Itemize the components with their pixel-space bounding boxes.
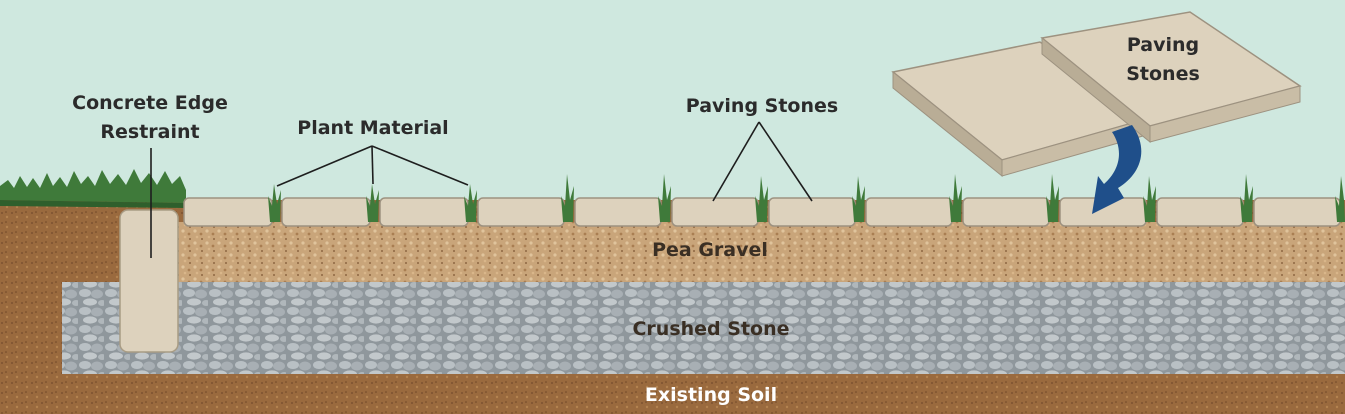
paver: [1156, 197, 1244, 227]
concrete-edge-restraint: [119, 209, 179, 353]
paver: [671, 197, 759, 227]
pea-gravel-label: Pea Gravel: [652, 239, 768, 261]
plant-leader-line: [371, 145, 374, 185]
crushed-stone-layer: [62, 282, 1345, 374]
plant-tuft: [658, 174, 671, 222]
plant-tuft: [949, 174, 962, 222]
paver: [1253, 197, 1341, 227]
paver: [962, 197, 1050, 227]
paver: [574, 197, 662, 227]
plant-material-label: Plant Material: [297, 117, 449, 139]
paver: [477, 197, 565, 227]
concrete-edge-label: Concrete Edge Restraint: [60, 89, 240, 147]
plant-tuft: [366, 184, 379, 222]
paver: [183, 197, 273, 227]
leader-lines: [150, 121, 813, 258]
plant-tufts: [268, 174, 1345, 222]
paving-leader-line: [758, 121, 813, 202]
plant-tuft: [268, 184, 281, 222]
plant-tuft: [1046, 174, 1059, 222]
plant-tuft: [1335, 176, 1345, 222]
paving-stones-label: Paving Stones: [685, 95, 839, 117]
concrete-edge-label-line2: Restraint: [100, 121, 200, 143]
paver: [768, 197, 856, 227]
plant-tuft: [561, 174, 574, 222]
paving-stones-top-label-line2: Stones: [1126, 63, 1200, 85]
crushed-stone-label: Crushed Stone: [632, 318, 790, 340]
existing-soil-label: Existing Soil: [644, 384, 778, 406]
plant-leader-line: [371, 145, 469, 186]
concrete-edge-label-line1: Concrete Edge: [72, 92, 228, 114]
paving-leader-line: [712, 121, 760, 202]
lawn-grass: [0, 169, 186, 208]
plant-tuft: [852, 176, 865, 222]
plant-leader-line: [276, 145, 373, 187]
plant-tuft: [755, 176, 768, 222]
placement-arrow: [1092, 125, 1142, 214]
paver: [379, 197, 469, 227]
pea-gravel-layer: [178, 222, 1345, 282]
paver: [281, 197, 371, 227]
paving-stones-top-label: Paving Stones: [1103, 31, 1223, 89]
plant-tuft: [1240, 174, 1253, 222]
plant-tuft: [464, 184, 477, 222]
plant-tuft: [1143, 176, 1156, 222]
paving-stones-top-label-line1: Paving: [1126, 34, 1200, 56]
paver: [865, 197, 953, 227]
